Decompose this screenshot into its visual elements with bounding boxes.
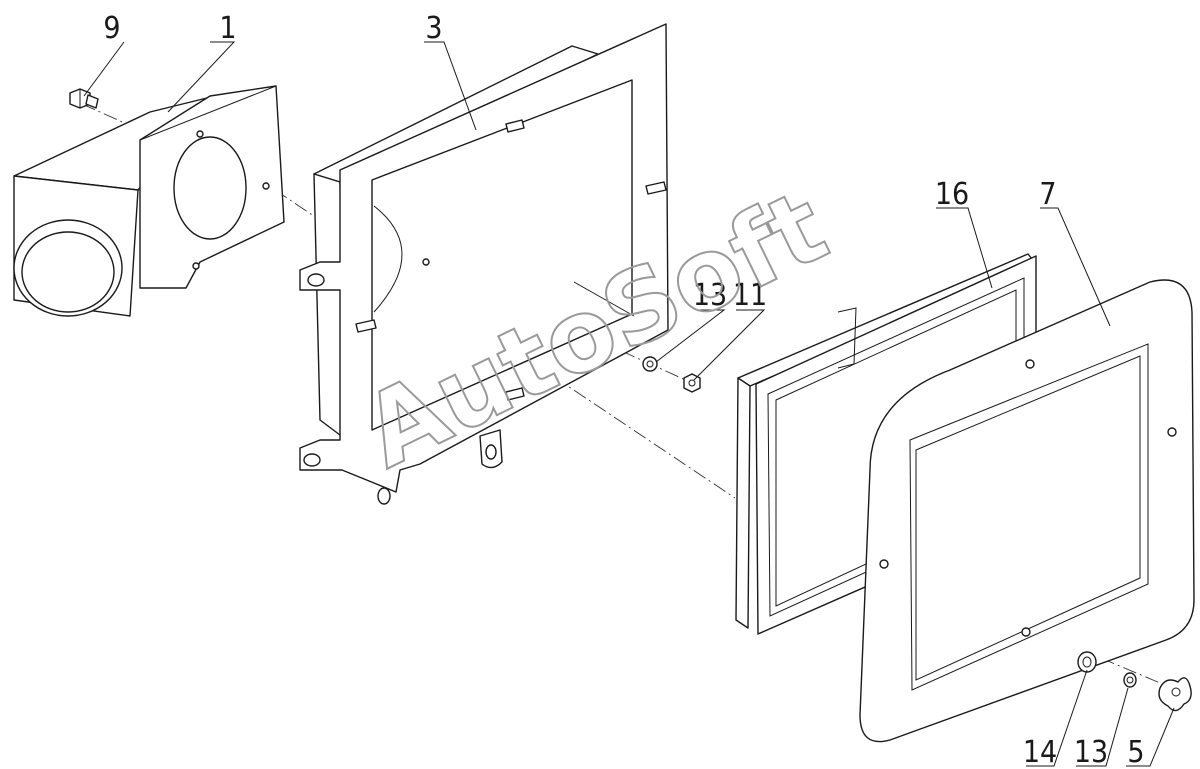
- callout-13-upper: 13: [693, 278, 727, 313]
- bezel-hole: [1025, 359, 1035, 369]
- leader-13-lower: [1076, 687, 1129, 767]
- leader-13-upper: [655, 309, 726, 363]
- callout-3: 3: [425, 11, 442, 46]
- bezel-hole: [879, 559, 889, 569]
- flange-hole: [262, 182, 270, 190]
- leader-5: [1126, 707, 1175, 767]
- leader-7: [1040, 207, 1111, 327]
- part-13-nut-lower: [1123, 672, 1137, 688]
- part-5-wing-nut: [1158, 677, 1192, 712]
- callout-1: 1: [219, 11, 236, 46]
- frame-stud: [355, 319, 377, 333]
- frame-stud: [645, 181, 667, 195]
- callout-7: 7: [1039, 177, 1056, 212]
- bezel-hole: [1021, 627, 1031, 637]
- part-7-bezel: [859, 279, 1195, 743]
- frame-mounting-slot: [485, 444, 497, 460]
- duct-outlet-inner: [21, 231, 115, 313]
- frame-mounting-slot: [377, 487, 391, 505]
- duct-flange-opening: [173, 136, 247, 240]
- callout-14: 14: [1023, 735, 1057, 769]
- frame-stud: [505, 387, 525, 401]
- leader-9: [83, 41, 125, 97]
- part-3-frame: [299, 23, 669, 505]
- leader-1: [167, 41, 236, 113]
- panel-side-plate: [837, 307, 857, 369]
- callout-5: 5: [1127, 735, 1144, 769]
- frame-stud: [505, 119, 525, 133]
- callout-11: 11: [733, 278, 767, 313]
- callout-16: 16: [935, 177, 969, 212]
- part-9-bolt: [69, 88, 99, 109]
- frame-mounting-slot: [303, 453, 321, 467]
- part-13-nut-upper: [642, 356, 658, 372]
- leader-11: [693, 309, 766, 381]
- flange-hole: [196, 130, 204, 138]
- callout-numbers: 9 1 3 16 7 13 11 14 13 5: [103, 11, 1144, 769]
- frame-mounting-slot: [307, 273, 325, 287]
- bezel-hole: [1167, 427, 1177, 437]
- flange-hole: [192, 262, 200, 270]
- callout-9: 9: [103, 11, 120, 46]
- callout-13-lower: 13: [1074, 735, 1108, 769]
- leader-14: [1026, 669, 1088, 767]
- part-1-duct-adapter: [13, 85, 285, 317]
- leader-3: [424, 41, 477, 131]
- leader-16: [936, 207, 993, 289]
- part-14-washer: [1077, 651, 1097, 673]
- leader-lines: [83, 41, 1175, 767]
